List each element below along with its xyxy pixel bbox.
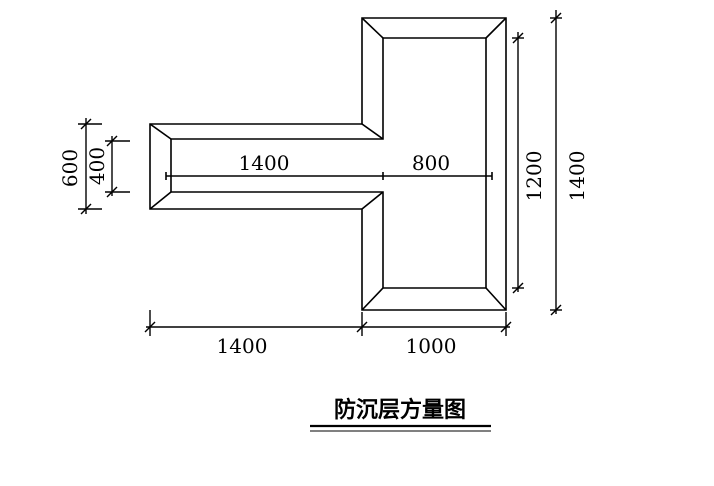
arm-inner-length-label: 1400: [239, 151, 290, 175]
body-outer-height-label: 1400: [565, 151, 589, 202]
title-underline: [310, 424, 491, 432]
bottom-right-length-label: 1000: [406, 334, 457, 358]
body-inner-width-label: 800: [412, 151, 450, 175]
bevel-lines: [149, 17, 507, 311]
bottom-dimension: [144, 310, 512, 336]
outer-outline: [149, 17, 507, 311]
drawing-title: 防沉层方量图: [334, 397, 466, 423]
body-inner-height-label: 1200: [522, 151, 546, 202]
arm-outer-width-label: 600: [58, 149, 82, 187]
left-dimensions: [78, 118, 130, 215]
right-dimensions: [512, 10, 562, 316]
arm-inner-width-label: 400: [85, 147, 109, 185]
bottom-left-length-label: 1400: [217, 334, 268, 358]
